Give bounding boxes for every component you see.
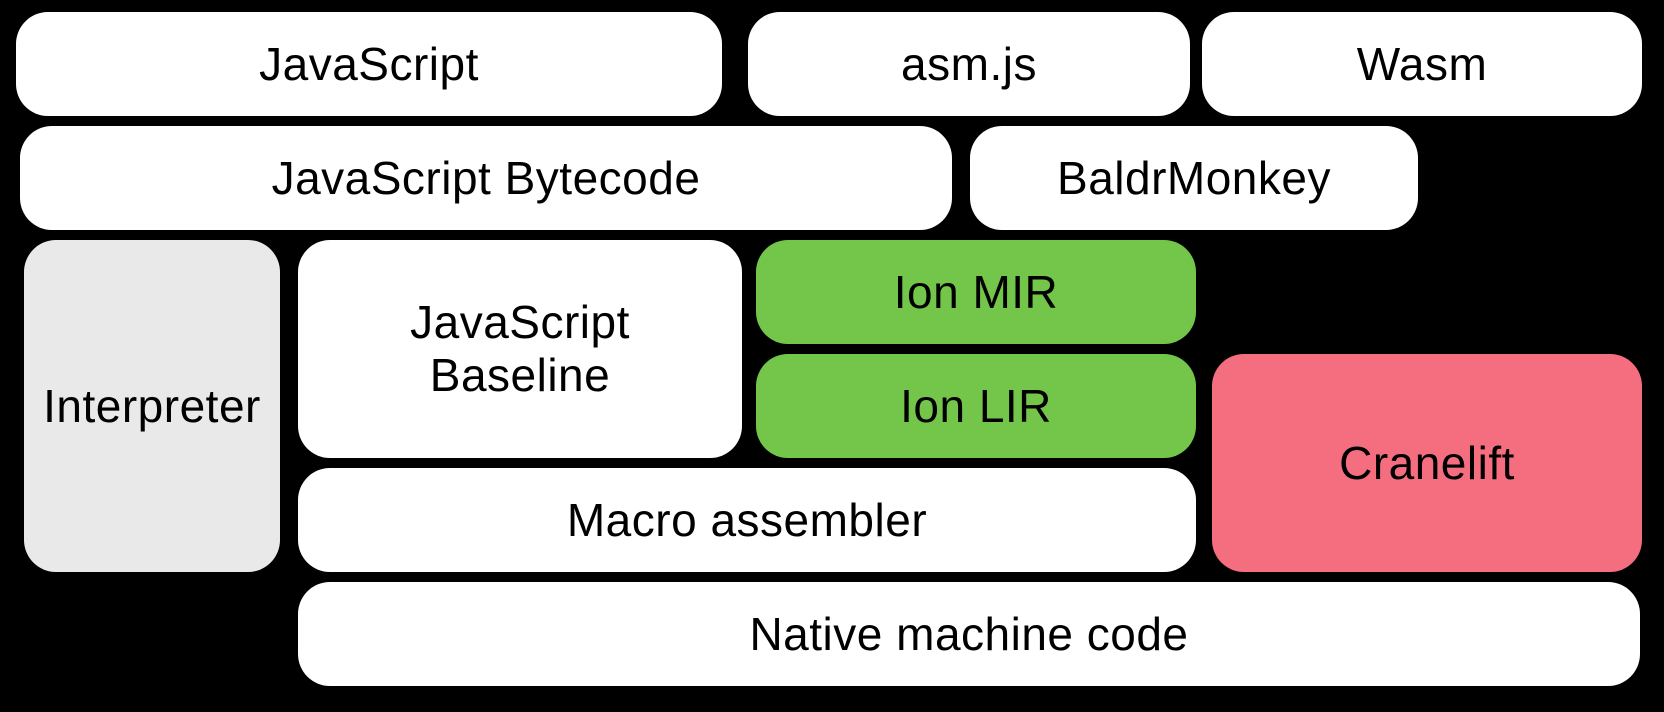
node-native-machine-code-label: Native machine code (749, 607, 1189, 660)
node-asmjs-label: asm.js (901, 37, 1037, 90)
node-javascript-bytecode-label: JavaScript Bytecode (271, 151, 701, 204)
node-ion-lir: Ion LIR (756, 354, 1196, 458)
node-interpreter: Interpreter (24, 240, 280, 572)
node-wasm: Wasm (1202, 12, 1642, 116)
node-asmjs: asm.js (748, 12, 1190, 116)
node-native-machine-code: Native machine code (298, 582, 1640, 686)
node-cranelift: Cranelift (1212, 354, 1642, 572)
node-javascript-bytecode: JavaScript Bytecode (20, 126, 952, 230)
node-baldrmonkey-label: BaldrMonkey (1057, 151, 1331, 204)
node-macro-assembler: Macro assembler (298, 468, 1196, 572)
node-interpreter-label: Interpreter (43, 379, 261, 432)
node-javascript-baseline: JavaScript Baseline (298, 240, 742, 458)
node-baldrmonkey: BaldrMonkey (970, 126, 1418, 230)
node-javascript-baseline-label: JavaScript Baseline (410, 296, 630, 401)
node-ion-mir: Ion MIR (756, 240, 1196, 344)
node-ion-mir-label: Ion MIR (893, 265, 1059, 318)
node-javascript: JavaScript (16, 12, 722, 116)
node-wasm-label: Wasm (1356, 37, 1488, 90)
node-cranelift-label: Cranelift (1339, 436, 1515, 489)
node-javascript-label: JavaScript (259, 37, 479, 90)
node-macro-assembler-label: Macro assembler (566, 493, 928, 546)
node-ion-lir-label: Ion LIR (900, 379, 1052, 432)
